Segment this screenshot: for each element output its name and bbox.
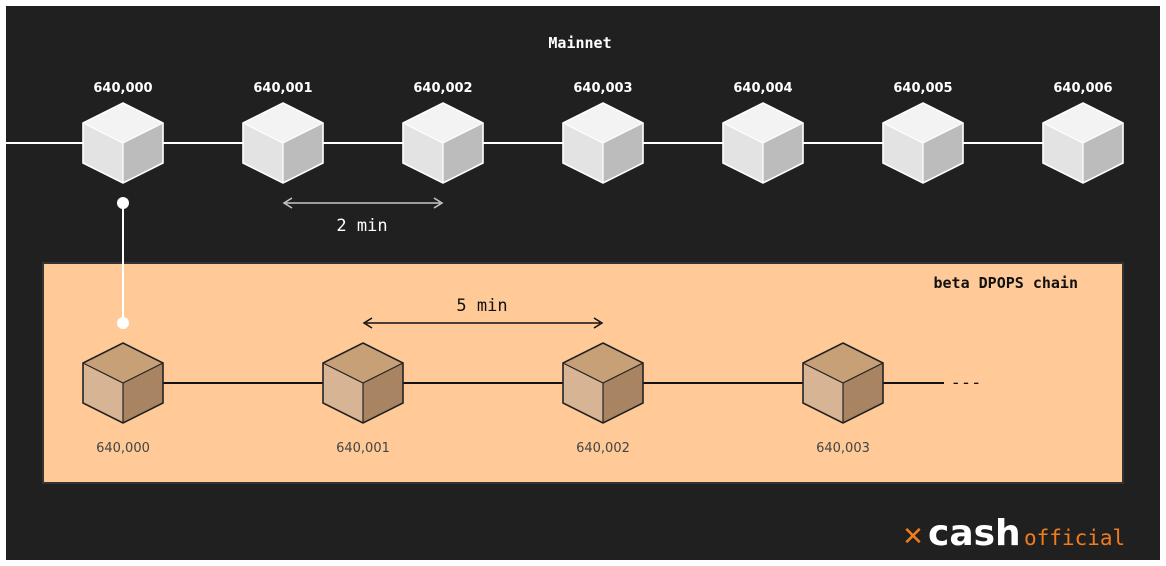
mainnet-block-cube xyxy=(82,102,164,184)
mainnet-blocks: 640,000 640,001 640,002 640,003 640,004 640,0… xyxy=(82,81,1124,184)
mainnet-interval-label: 2 min xyxy=(336,216,387,236)
mainnet-block-cube xyxy=(1042,102,1124,184)
sidechain-interval-arrow xyxy=(362,317,604,329)
mainnet-block-label: 640,002 xyxy=(413,81,472,96)
sidechain-block-label: 640,002 xyxy=(576,441,630,456)
sidechain-block-cube xyxy=(562,342,644,424)
mainnet-block-label: 640,005 xyxy=(893,81,952,96)
brand-name: cash xyxy=(928,513,1021,554)
x-mark-icon: ✕ xyxy=(902,522,924,552)
sidechain-interval-label: 5 min xyxy=(456,296,507,316)
mainnet-block-cube xyxy=(562,102,644,184)
cash-official-logo: ✕ cash official xyxy=(902,513,1125,554)
sidechain-block-cube xyxy=(802,342,884,424)
mainnet-block-cube xyxy=(882,102,964,184)
sidechain-continuation: --- xyxy=(951,373,982,393)
mainnet-block-label: 640,000 xyxy=(93,81,152,96)
mainnet-block-label: 640,001 xyxy=(253,81,312,96)
brand-suffix: official xyxy=(1024,526,1125,550)
sidechain-block-label: 640,000 xyxy=(96,441,150,456)
mainnet-block-cube xyxy=(402,102,484,184)
fork-connector xyxy=(117,197,129,329)
sidechain-block-label: 640,001 xyxy=(336,441,390,456)
mainnet-interval-arrow xyxy=(282,197,444,209)
sidechain-blocks: 640,000 640,001 640,002 640,003 xyxy=(82,342,884,456)
sidechain-title: beta DPOPS chain xyxy=(934,274,1079,292)
mainnet-block-label: 640,003 xyxy=(573,81,632,96)
sidechain-block-cube xyxy=(322,342,404,424)
mainnet-block-cube xyxy=(722,102,804,184)
mainnet-title: Mainnet xyxy=(548,34,611,52)
mainnet-block-label: 640,006 xyxy=(1053,81,1112,96)
mainnet-block-label: 640,004 xyxy=(733,81,792,96)
sidechain-block-label: 640,003 xyxy=(816,441,870,456)
mainnet-block-cube xyxy=(242,102,324,184)
sidechain-block-cube xyxy=(82,342,164,424)
